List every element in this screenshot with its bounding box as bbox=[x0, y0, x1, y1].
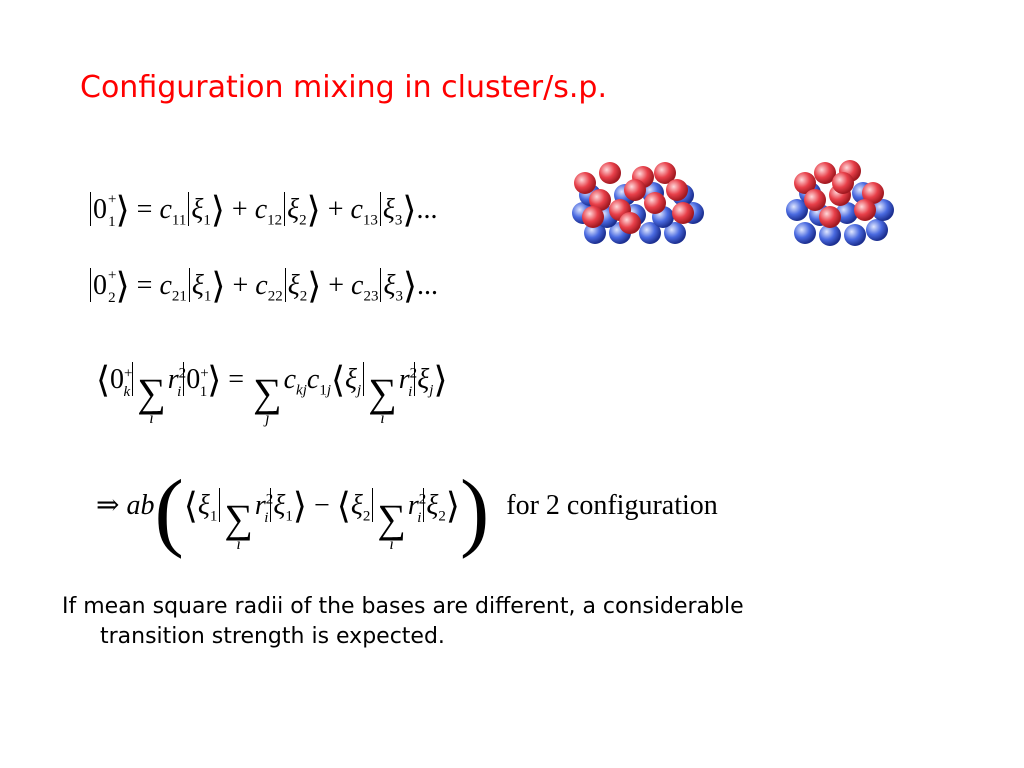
conclusion-text: If mean square radii of the bases are di… bbox=[62, 592, 942, 652]
neutron-sphere bbox=[819, 224, 841, 246]
neutron-sphere bbox=[794, 222, 816, 244]
cluster-nucleus-image bbox=[572, 162, 704, 244]
neutron-sphere bbox=[639, 222, 661, 244]
proton-sphere bbox=[574, 172, 596, 194]
slide-title: Configuration mixing in cluster/s.p. bbox=[80, 70, 607, 105]
proton-sphere bbox=[582, 206, 604, 228]
proton-sphere bbox=[624, 179, 646, 201]
conclusion-line-2: transition strength is expected. bbox=[100, 624, 445, 649]
proton-sphere bbox=[832, 172, 854, 194]
neutron-sphere bbox=[872, 199, 894, 221]
neutron-sphere bbox=[866, 219, 888, 241]
proton-sphere bbox=[819, 206, 841, 228]
proton-sphere bbox=[804, 189, 826, 211]
neutron-sphere bbox=[664, 222, 686, 244]
shell-model-nucleus-image bbox=[786, 160, 894, 246]
neutron-sphere bbox=[786, 199, 808, 221]
proton-sphere bbox=[599, 162, 621, 184]
neutron-sphere bbox=[844, 224, 866, 246]
proton-sphere bbox=[644, 192, 666, 214]
proton-sphere bbox=[862, 182, 884, 204]
proton-sphere bbox=[654, 162, 676, 184]
neutron-sphere bbox=[836, 202, 858, 224]
proton-sphere bbox=[619, 212, 641, 234]
equation-4-suffix: for 2 configuration bbox=[506, 490, 718, 521]
proton-sphere bbox=[854, 199, 876, 221]
proton-sphere bbox=[672, 202, 694, 224]
conclusion-line-1: If mean square radii of the bases are di… bbox=[62, 594, 744, 619]
proton-sphere bbox=[666, 179, 688, 201]
proton-sphere bbox=[589, 189, 611, 211]
proton-sphere bbox=[814, 162, 836, 184]
neutron-sphere bbox=[584, 222, 606, 244]
proton-sphere bbox=[794, 172, 816, 194]
